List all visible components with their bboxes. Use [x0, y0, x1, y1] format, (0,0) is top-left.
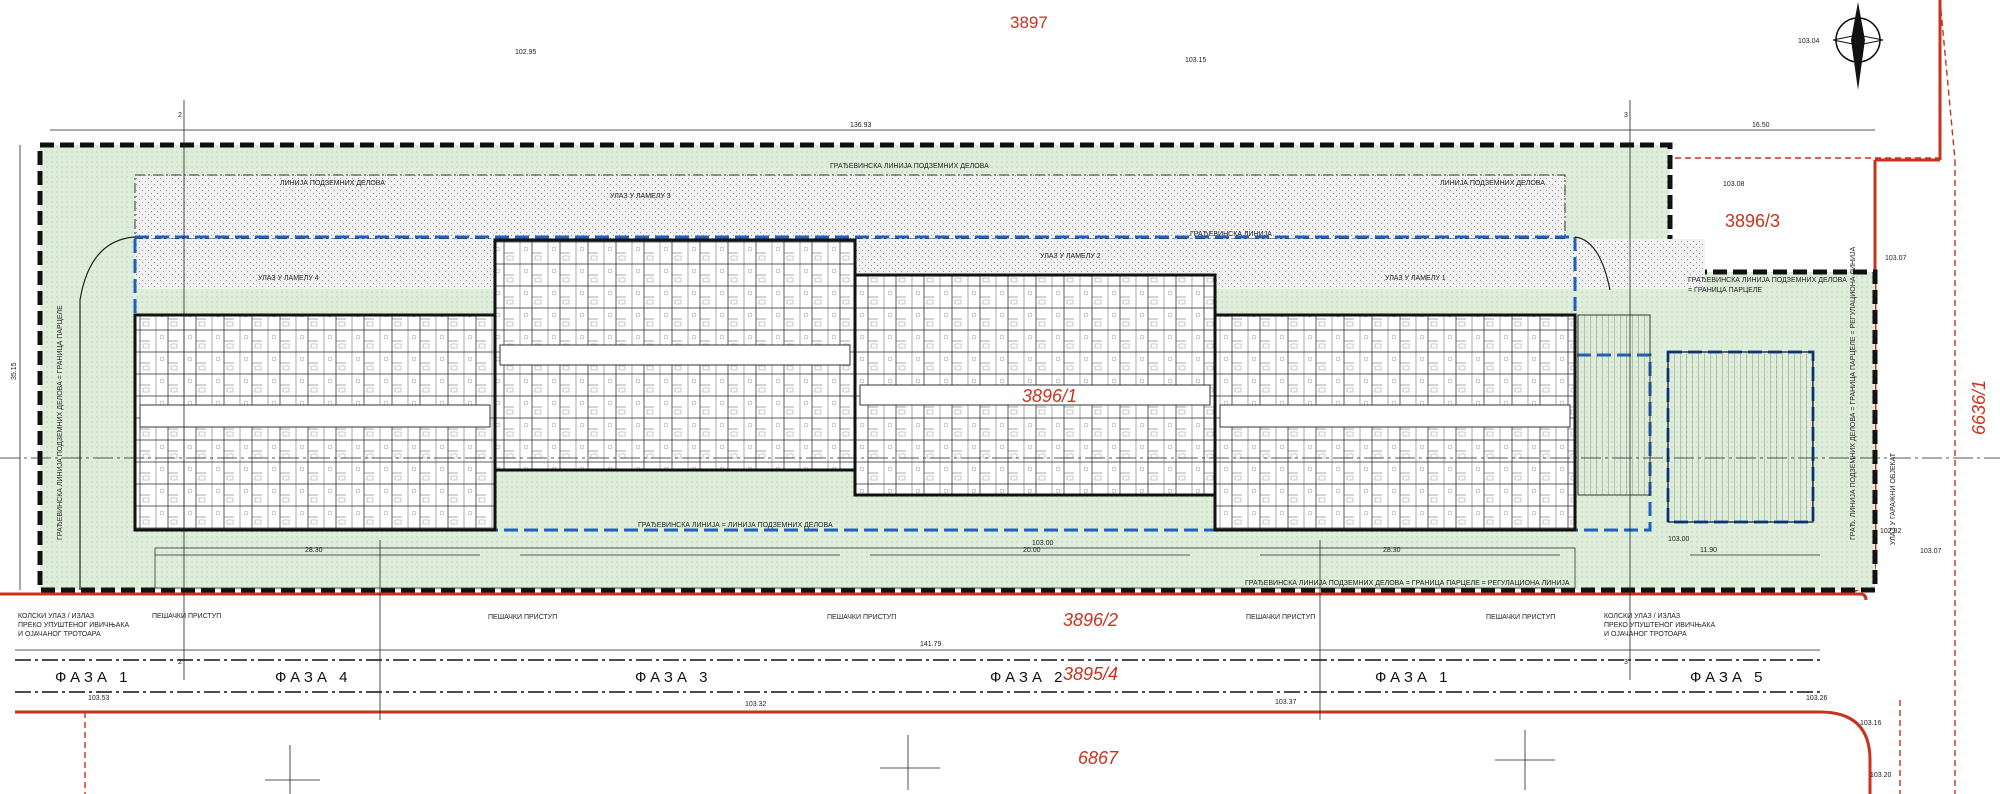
entrance-label: УЛАЗ У ЛАМЕЛУ 2 [1040, 253, 1101, 260]
access-label: И ОЈАЧАНОГ ТРОТОАРА [1604, 631, 1687, 638]
access-label: ПРЕКО УПУШТЕНОГ ИВИЧЊАКА [1604, 622, 1715, 629]
access-label: ПЕШАЧКИ ПРИСТУП [152, 613, 221, 620]
axis-label: 3 [1624, 659, 1628, 666]
access-label: ПЕШАЧКИ ПРИСТУП [827, 614, 896, 621]
access-label: ПРЕКО УПУШТЕНОГ ИВИЧЊАКА [18, 622, 129, 629]
elevation: 103.08 [1723, 181, 1745, 188]
lamela-2 [853, 273, 1217, 497]
entrance-label: УЛАЗ У ЛАМЕЛУ 1 [1385, 275, 1446, 282]
elevation: 103.00 [1668, 536, 1690, 543]
axis-label: 3 [1624, 112, 1628, 119]
phase-label: ФАЗА 1 [1375, 669, 1452, 686]
parcel-number: 3895/4 [1063, 664, 1118, 684]
parcel-number: 6636/1 [1969, 380, 1989, 435]
entrance-label: УЛАЗ У ГАРАЖНИ ОБЈЕКАТ [1890, 452, 1897, 545]
elevation: 103.16 [1860, 720, 1882, 727]
access-label: ПЕШАЧКИ ПРИСТУП [488, 614, 557, 621]
elevation: 103.53 [88, 695, 110, 702]
lamela-1 [1213, 313, 1577, 532]
access-label: ПЕШАЧКИ ПРИСТУП [1486, 614, 1555, 621]
parcel-boundaries [0, 0, 1956, 794]
elevation: 103.20 [1870, 772, 1892, 779]
parcel-number: 3896/3 [1725, 211, 1780, 231]
line-label: ГРАЂЕВИНСКА ЛИНИЈА ПОДЗЕМНИХ ДЕЛОВА = ГР… [57, 305, 64, 540]
phase-label: ФАЗА 3 [635, 669, 712, 686]
dimension: 136.93 [850, 122, 872, 129]
axis-label: 2 [178, 659, 182, 666]
line-label: ГРАЂ. ЛИНИЈА ПОДЗЕМНИХ ДЕЛОВА = ГРАНИЦА … [1850, 246, 1857, 540]
garage-building [1666, 350, 1815, 524]
entrance-label: УЛАЗ У ЛАМЕЛУ 4 [258, 275, 319, 282]
phase-label: ФАЗА 1 [55, 669, 132, 686]
dimension: 141.79 [920, 641, 942, 648]
axis-label: 2 [178, 112, 182, 119]
dimension: 20.00 [1023, 547, 1041, 554]
dimension: 28.30 [1383, 547, 1401, 554]
elevation: 103.32 [745, 701, 767, 708]
survey-crosses [265, 730, 1555, 794]
parcel-number: 3896/1 [1022, 386, 1077, 406]
underground-zone-top [134, 174, 1566, 240]
lamela-3 [493, 238, 857, 472]
dimension: 35.15 [11, 362, 18, 380]
line-label: ЛИНИЈА ПОДЗЕМНИХ ДЕЛОВА [280, 180, 385, 187]
dimension-lines [0, 100, 2000, 720]
parcel-number: 6867 [1078, 748, 1119, 768]
elevation: 102.95 [515, 49, 537, 56]
elevation: 103.37 [1275, 699, 1297, 706]
phase-label: ФАЗА 5 [1690, 669, 1767, 686]
access-label: КОЛСКИ УЛАЗ / ИЗЛАЗ [1604, 613, 1680, 620]
elevation: 103.07 [1885, 255, 1907, 262]
phase-label: ФАЗА 4 [275, 669, 352, 686]
line-label: ЛИНИЈА ПОДЗЕМНИХ ДЕЛОВА [1440, 180, 1545, 187]
line-label: ГРАЂЕВИНСКА ЛИНИЈА ПОДЗЕМНИХ ДЕЛОВА [1688, 277, 1847, 284]
north-arrow-icon [1832, 2, 1884, 90]
elevation: 103.04 [1798, 38, 1820, 45]
elevation: 103.07 [1920, 548, 1942, 555]
elevation: 102.82 [1880, 528, 1902, 535]
elevation: 103.26 [1806, 695, 1828, 702]
line-label: ГРАЂЕВИНСКА ЛИНИЈА [1190, 231, 1272, 238]
dimension: 28.30 [305, 547, 323, 554]
parcel-number: 3896/2 [1063, 610, 1118, 630]
dimension: 11.90 [1700, 547, 1717, 554]
elevation: 103.15 [1185, 57, 1207, 64]
entrance-label: УЛАЗ У ЛАМЕЛУ 3 [610, 193, 671, 200]
line-label: = ГРАНИЦА ПАРЦЕЛЕ [1688, 287, 1762, 294]
access-label: И ОЈАЧАНОГ ТРОТОАРА [18, 631, 101, 638]
ramp [1577, 314, 1651, 496]
dimension: 16.50 [1752, 122, 1770, 129]
access-label: КОЛСКИ УЛАЗ / ИЗЛАЗ [18, 613, 94, 620]
access-label: ПЕШАЧКИ ПРИСТУП [1246, 614, 1315, 621]
phase-row: ФАЗА 1 ФАЗА 4 ФАЗА 3 ФАЗА 2 ФАЗА 1 ФАЗА … [15, 659, 1820, 693]
line-label: ГРАЂЕВИНСКА ЛИНИЈА = ЛИНИЈА ПОДЗЕМНИХ ДЕ… [638, 522, 833, 529]
line-label: ГРАЂЕВИНСКА ЛИНИЈА ПОДЗЕМНИХ ДЕЛОВА [830, 163, 989, 170]
parcel-number: 3897 [1010, 13, 1048, 32]
line-label: ГРАЂЕВИНСКА ЛИНИЈА ПОДЗЕМНИХ ДЕЛОВА = ГР… [1245, 580, 1570, 587]
elevation: 103.00 [1032, 540, 1054, 547]
lamela-4 [133, 313, 497, 532]
phase-label: ФАЗА 2 [990, 669, 1067, 686]
